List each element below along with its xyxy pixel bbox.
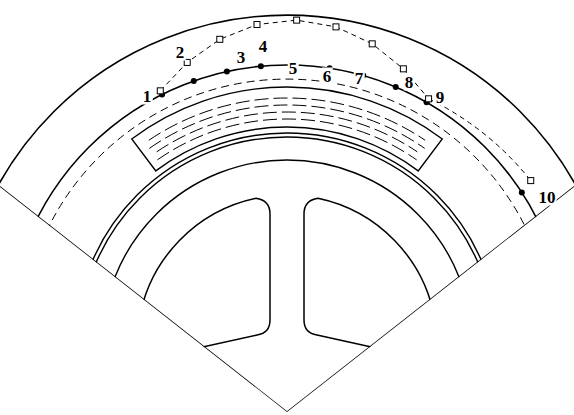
rim-arc [7, 65, 567, 345]
callout-number: 3 [236, 49, 247, 66]
displaced-point [528, 178, 534, 184]
displaced-point [333, 24, 339, 30]
displaced-point [400, 66, 406, 72]
web-opening [304, 198, 435, 352]
callout-number: 5 [288, 60, 299, 77]
node-point [191, 78, 197, 84]
node-point [393, 84, 399, 90]
displaced-point [254, 22, 260, 28]
callout-number: 6 [322, 68, 333, 85]
hatch-line [157, 119, 416, 160]
hatch-line [149, 98, 425, 140]
displaced-outline [160, 20, 428, 99]
wheel-details [132, 17, 534, 195]
callout-number: 8 [404, 74, 415, 91]
callout-number: 9 [435, 89, 446, 106]
sector-side [0, 30, 574, 412]
dashed-arc [21, 79, 553, 345]
rim-arc [75, 133, 499, 345]
displaced-point [217, 36, 223, 42]
callout-number: 2 [175, 44, 186, 61]
callout-number: 4 [258, 38, 269, 55]
hatch-line [149, 105, 424, 148]
displaced-point [294, 17, 300, 23]
displaced-point [369, 41, 375, 47]
hatch-line [157, 112, 418, 152]
callout-number: 1 [142, 88, 153, 105]
wheel-body [0, 15, 574, 412]
displaced-point [157, 88, 163, 94]
rim-arc [0, 15, 574, 345]
node-point [224, 69, 230, 75]
band-box [132, 87, 443, 171]
displaced-outline [429, 99, 531, 181]
node-point [519, 190, 525, 196]
rim-arc [79, 137, 495, 345]
web-opening [139, 198, 270, 352]
displaced-point [426, 96, 432, 102]
node-point [258, 63, 264, 69]
callout-number: 10 [538, 189, 557, 206]
rim-arc [102, 160, 472, 345]
callout-number: 7 [354, 70, 365, 87]
